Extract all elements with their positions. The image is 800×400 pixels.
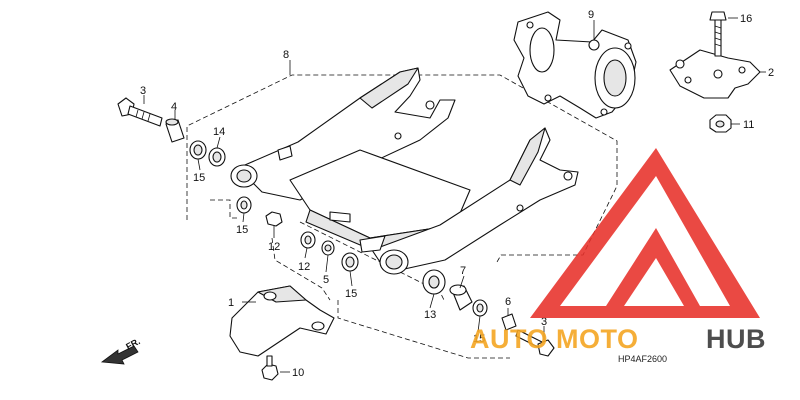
swingarm-body	[230, 67, 579, 275]
collar-6	[501, 313, 517, 331]
diagram-code: HP4AF2600	[618, 354, 667, 364]
callout-10: 10	[292, 367, 304, 379]
collar-7	[449, 284, 473, 311]
callout-15: 15	[345, 288, 357, 300]
callout-3: 3	[541, 316, 547, 328]
callout-7: 7	[460, 265, 466, 277]
watermark-auto: AUTO	[470, 324, 548, 354]
leader-lines	[143, 17, 766, 373]
bolt-3-upper	[117, 97, 163, 127]
callout-2: 2	[768, 67, 774, 79]
bracket-plate	[669, 49, 761, 99]
callout-9: 9	[588, 9, 594, 21]
watermark-logo	[530, 148, 760, 318]
callout-14: 14	[213, 126, 225, 138]
callout-1: 1	[228, 297, 234, 309]
callout-labels: 3 4 14 15 15 12 12 5 15 13 7 15 6 3 1 10…	[140, 9, 774, 379]
bearing-set-upper	[189, 140, 226, 167]
callout-12: 12	[268, 241, 280, 253]
watermark-text: AUTO MOTO HUB	[470, 324, 766, 354]
nut-12-lower	[300, 231, 316, 249]
seal-15-left	[236, 196, 252, 214]
callout-5: 5	[323, 274, 329, 286]
bearing-13	[422, 269, 446, 295]
direction-label: FR.	[124, 336, 141, 352]
callout-12: 12	[298, 261, 310, 273]
callout-15: 15	[473, 333, 485, 345]
callout-4: 4	[171, 101, 177, 113]
watermark-triangle-icon	[530, 148, 760, 318]
watermark-moto: MOTO	[556, 324, 639, 354]
callout-8: 8	[283, 49, 289, 61]
front-direction-indicator: FR.	[100, 336, 142, 365]
seal-15-right	[472, 299, 488, 317]
bolt-16	[709, 11, 727, 57]
seal-15-center	[341, 252, 359, 272]
front-arrow-icon	[100, 345, 139, 365]
callout-3: 3	[140, 85, 146, 97]
hub-carrier	[513, 11, 637, 119]
collar-5	[321, 240, 335, 256]
watermark-hub: HUB	[706, 324, 766, 354]
callout-13: 13	[424, 309, 436, 321]
collar-4	[165, 118, 185, 143]
callout-15: 15	[193, 172, 205, 184]
callout-15: 15	[236, 224, 248, 236]
bolt-10	[261, 355, 279, 381]
skid-plate	[229, 285, 335, 357]
callout-16: 16	[740, 13, 752, 25]
nut-12-upper	[265, 211, 283, 227]
bolt-3-lower	[515, 329, 555, 357]
nut-11	[709, 114, 732, 133]
callout-11: 11	[743, 119, 754, 131]
callout-6: 6	[505, 296, 511, 308]
